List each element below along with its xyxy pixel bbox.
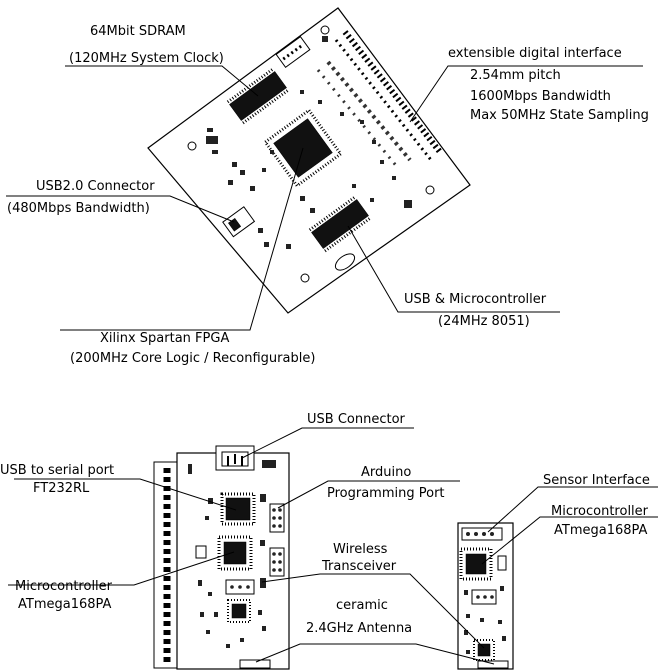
bottom-leaders xyxy=(8,427,658,665)
small-components xyxy=(206,36,412,249)
usb-serial-detail: FT232RL xyxy=(33,481,90,496)
arduino-detail: Programming Port xyxy=(327,486,445,501)
antenna-title: ceramic xyxy=(336,598,388,613)
wireless-chip-right xyxy=(473,639,495,661)
ft232-chip xyxy=(220,492,256,526)
micro-right-detail: ATmega168PA xyxy=(554,523,648,538)
micro-right-title: Microcontroller xyxy=(551,504,649,519)
sdram-detail: (120MHz System Clock) xyxy=(69,51,224,66)
right-header xyxy=(471,589,497,605)
jtag-connector xyxy=(275,36,311,68)
usb-connector-part xyxy=(215,445,255,471)
sensor-header xyxy=(461,527,503,541)
atmega-chip-right xyxy=(459,547,493,581)
usb2-detail: (480Mbps Bandwidth) xyxy=(7,201,150,216)
interface-title: extensible digital interface xyxy=(448,46,622,61)
fpga-title: Xilinx Spartan FPGA xyxy=(100,331,229,346)
crystal xyxy=(334,253,356,271)
antenna-part xyxy=(239,659,271,669)
component xyxy=(188,464,192,474)
digital-interface-header xyxy=(334,30,443,161)
left-pcb xyxy=(153,445,290,670)
usb-connector-label: USB Connector xyxy=(307,412,406,427)
sdram-title: 64Mbit SDRAM xyxy=(90,24,186,39)
reset-button-right xyxy=(497,555,507,571)
top-leaders xyxy=(6,65,643,331)
antenna-part-right xyxy=(477,660,509,669)
usb-micro-title: USB & Microcontroller xyxy=(404,292,547,307)
aux-header xyxy=(269,547,285,577)
reset-button xyxy=(195,545,207,559)
mount-hole xyxy=(320,25,330,35)
interface-line-3: Max 50MHz State Sampling xyxy=(470,108,649,123)
antenna-detail: 2.4GHz Antenna xyxy=(306,621,412,636)
usb2-connector-part xyxy=(222,206,256,238)
top-pcb xyxy=(147,7,471,314)
pad-grid xyxy=(316,60,412,169)
fpga-detail: (200MHz Core Logic / Reconfigurable) xyxy=(70,351,315,366)
right-pcb xyxy=(457,522,514,670)
atmega-chip-left xyxy=(217,535,253,571)
usb-micro-detail: (24MHz 8051) xyxy=(438,314,530,329)
small-components xyxy=(198,494,266,648)
sensor-label: Sensor Interface xyxy=(543,473,650,488)
usb-serial-title: USB to serial port xyxy=(0,463,114,478)
mount-hole xyxy=(187,141,197,151)
programming-header xyxy=(269,503,285,533)
side-header xyxy=(153,461,181,669)
middle-header xyxy=(225,579,255,595)
wireless-title: Wireless xyxy=(333,542,388,557)
mount-hole xyxy=(300,273,310,283)
mount-hole xyxy=(425,185,435,195)
arduino-title: Arduino xyxy=(361,465,411,480)
wireless-chip-left xyxy=(227,599,251,623)
component xyxy=(262,460,276,468)
small-components xyxy=(464,586,506,654)
micro-left-detail: ATmega168PA xyxy=(18,597,112,612)
usb-micro-chip xyxy=(308,195,372,253)
interface-line-2: 1600Mbps Bandwidth xyxy=(470,89,611,104)
micro-left-title: Microcontroller xyxy=(15,579,113,594)
interface-line-1: 2.54mm pitch xyxy=(470,68,561,83)
usb2-title: USB2.0 Connector xyxy=(36,179,155,194)
wireless-detail: Transceiver xyxy=(321,559,397,574)
